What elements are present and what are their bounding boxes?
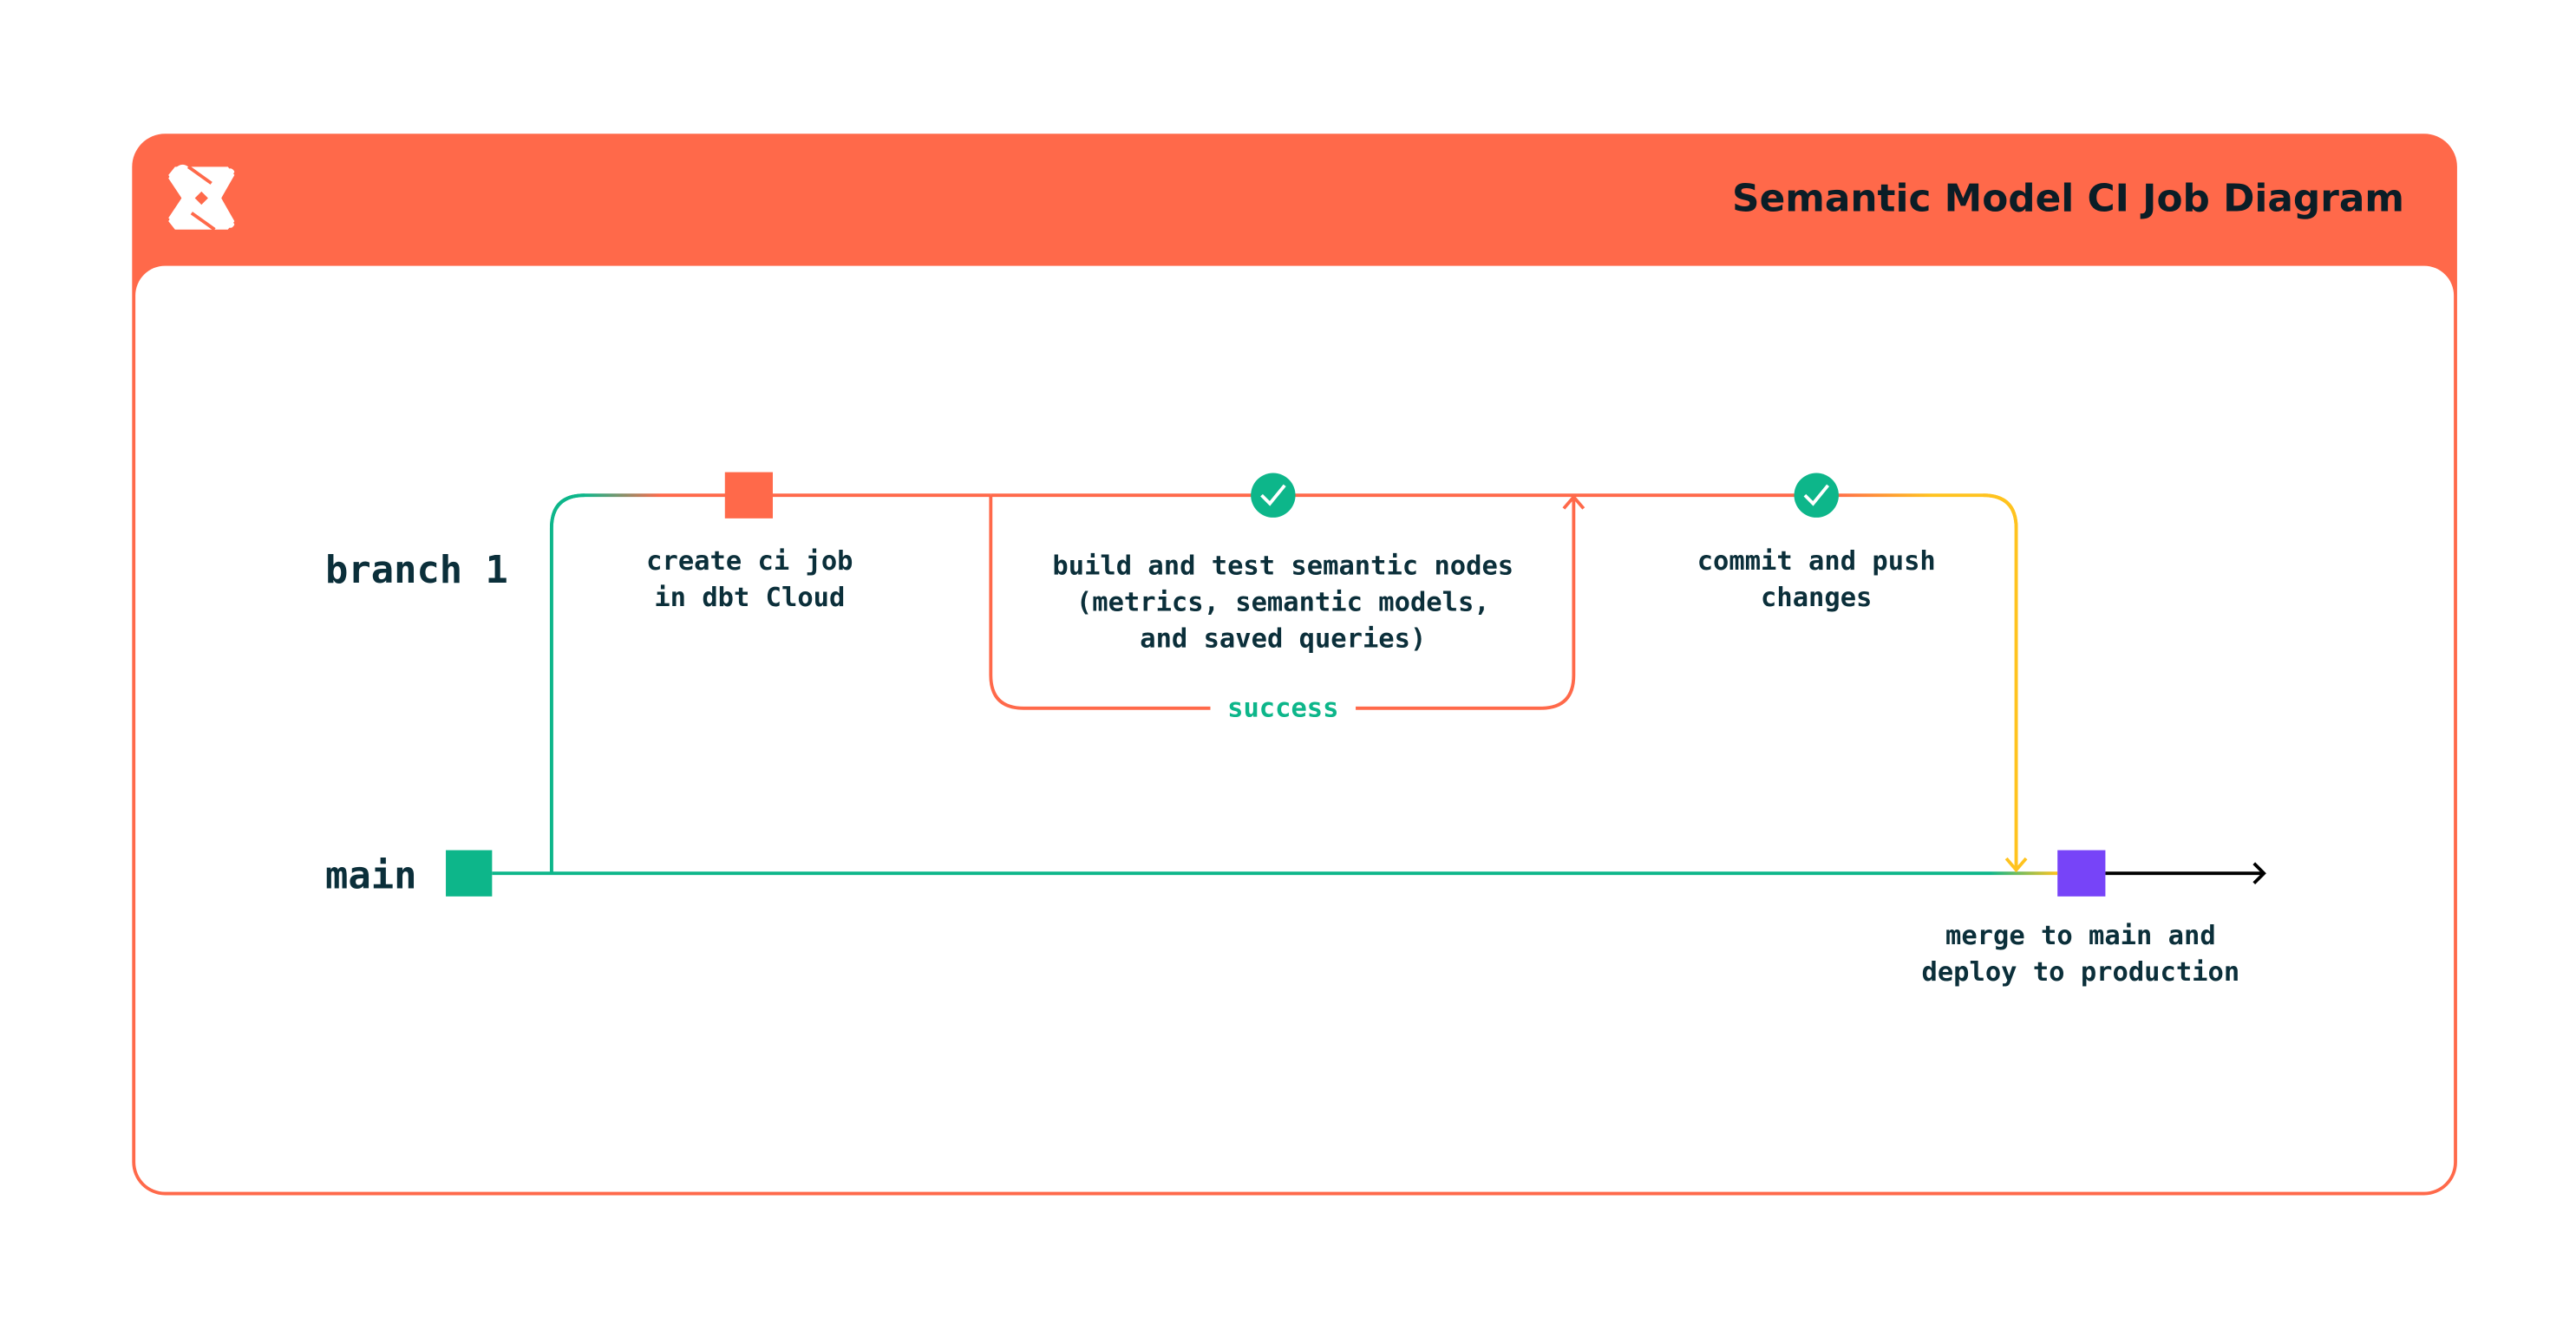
merge-deploy-label: merge to main and deploy to production <box>1922 921 2240 988</box>
check-circle-icon <box>1251 473 1296 518</box>
label-line: and saved queries) <box>1140 623 1426 654</box>
label-line: changes <box>1761 583 1872 613</box>
label-line: build and test semantic nodes <box>1052 551 1514 582</box>
success-label: success <box>1227 693 1338 723</box>
build-test-loop <box>989 495 1576 710</box>
label-line: in dbt Cloud <box>654 583 845 613</box>
label-line: deploy to production <box>1922 957 2240 988</box>
arrow-up-icon <box>1562 494 1585 510</box>
label-line: create ci job <box>646 546 853 577</box>
merge-deploy-node <box>2057 850 2106 897</box>
commit-push-label: commit and push changes <box>1697 546 1936 613</box>
label-line: merge to main and <box>1945 921 2216 951</box>
check-circle-icon <box>1794 473 1839 518</box>
diagram-card <box>132 134 2457 1196</box>
create-ci-job-node <box>724 472 773 519</box>
label-line: commit and push <box>1697 546 1936 577</box>
lane-label-main: main <box>325 853 416 897</box>
main-start-node <box>446 850 493 897</box>
arrow-down-icon <box>2004 857 2028 873</box>
arrow-right-icon <box>2252 862 2266 884</box>
create-ci-job-label: create ci job in dbt Cloud <box>646 546 853 613</box>
label-line: (metrics, semantic models, <box>1076 587 1490 617</box>
page-title: Semantic Model CI Job Diagram <box>1732 177 2404 221</box>
lane-label-branch: branch 1 <box>325 548 508 592</box>
build-test-label: build and test semantic nodes (metrics, … <box>1052 551 1514 655</box>
dbt-logo-icon <box>168 164 235 232</box>
